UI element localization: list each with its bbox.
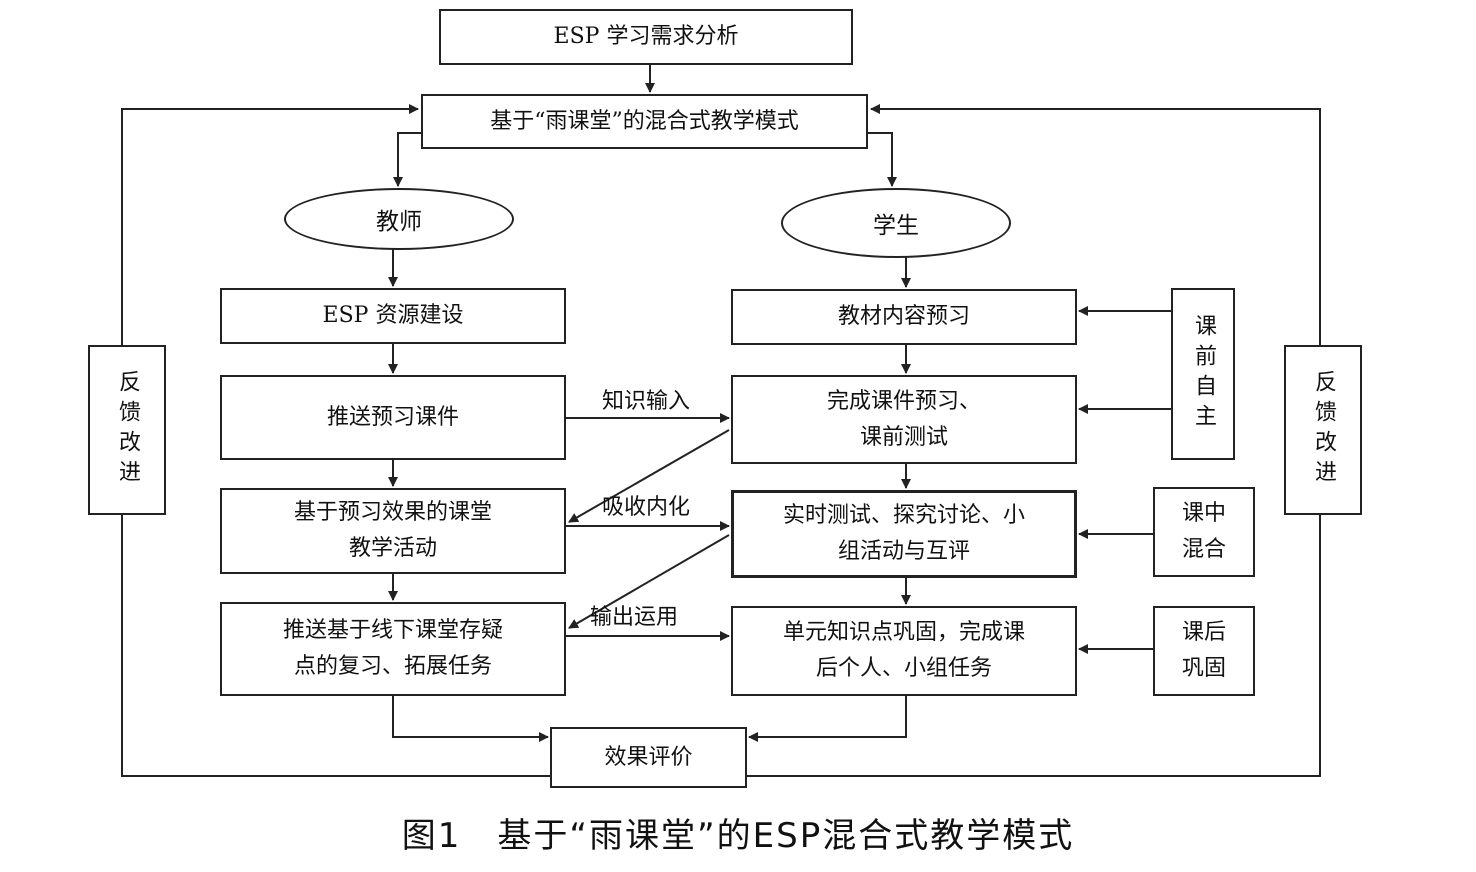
absorb-label: 吸收内化 [602, 495, 691, 520]
arrow-s2-to-t3 [568, 429, 730, 523]
complete-preview-line2: 课前测试 [859, 424, 948, 450]
realtime-test-line1: 实时测试、探究讨论、小 [782, 503, 1025, 528]
figure-caption: 图1 基于“雨课堂”的ESP混合式教学模式 [401, 816, 1075, 856]
feedback-right-box: 反馈改进 [1284, 345, 1362, 515]
post-class-line2: 巩固 [1181, 656, 1226, 681]
textbook-preview-box: 教材内容预习 [731, 289, 1077, 345]
teacher-ellipse: 教师 [284, 188, 514, 250]
model-label: 基于“雨课堂”的混合式教学模式 [490, 108, 799, 134]
unit-consolidation-box: 单元知识点巩固，完成课 后个人、小组任务 [731, 606, 1077, 696]
push-review-line2: 点的复习、拓展任务 [293, 654, 492, 679]
resource-building-box: ESP 资源建设 [220, 288, 566, 344]
knowledge-input-label: 知识输入 [602, 389, 691, 414]
student-ellipse: 学生 [781, 188, 1011, 258]
student-label: 学生 [873, 213, 919, 239]
resource-building-label: ESP 资源建设 [322, 303, 464, 328]
realtime-test-box: 实时测试、探究讨论、小 组活动与互评 [731, 490, 1077, 578]
in-class-line2: 混合 [1181, 537, 1226, 562]
needs-analysis-box: ESP 学习需求分析 [439, 9, 853, 65]
evaluation-box: 效果评价 [550, 727, 747, 788]
evaluation-label: 效果评价 [604, 744, 693, 770]
pre-class-label: 课前自主 [1191, 314, 1216, 434]
teacher-label: 教师 [376, 209, 422, 235]
needs-analysis-label: ESP 学习需求分析 [553, 24, 739, 49]
push-review-line1: 推送基于线下课堂存疑 [282, 618, 503, 643]
arrow-t4-to-eval [392, 696, 549, 742]
in-class-box: 课中 混合 [1153, 487, 1255, 577]
feedback-left-box: 反馈改进 [88, 345, 166, 515]
unit-consolidation-line1: 单元知识点巩固，完成课 [782, 620, 1025, 645]
feedback-left-label: 反馈改进 [115, 370, 140, 490]
arrow-model-to-teacher [393, 132, 421, 187]
feedback-right-label: 反馈改进 [1311, 370, 1336, 490]
classroom-activity-line2: 教学活动 [348, 536, 437, 561]
push-review-box: 推送基于线下课堂存疑 点的复习、拓展任务 [220, 602, 566, 696]
classroom-activity-line1: 基于预习效果的课堂 [293, 500, 492, 525]
in-class-line1: 课中 [1181, 501, 1226, 526]
textbook-preview-label: 教材内容预习 [837, 304, 970, 329]
arrow-model-to-student [868, 132, 897, 187]
push-preview-label: 推送预习课件 [326, 404, 459, 430]
realtime-test-line2: 组活动与互评 [837, 539, 970, 564]
arrow-s3-to-t4 [568, 534, 730, 629]
complete-preview-box: 完成课件预习、 课前测试 [731, 375, 1077, 464]
complete-preview-line1: 完成课件预习、 [826, 388, 981, 414]
pre-class-box: 课前自主 [1171, 288, 1235, 460]
push-preview-box: 推送预习课件 [220, 375, 566, 460]
post-class-box: 课后 巩固 [1153, 606, 1255, 696]
output-label: 输出运用 [590, 605, 679, 630]
classroom-activity-box: 基于预习效果的课堂 教学活动 [220, 488, 566, 574]
unit-consolidation-line2: 后个人、小组任务 [815, 656, 992, 681]
post-class-line1: 课后 [1181, 620, 1226, 645]
arrow-s4-to-eval [748, 696, 907, 742]
model-box: 基于“雨课堂”的混合式教学模式 [421, 94, 868, 149]
